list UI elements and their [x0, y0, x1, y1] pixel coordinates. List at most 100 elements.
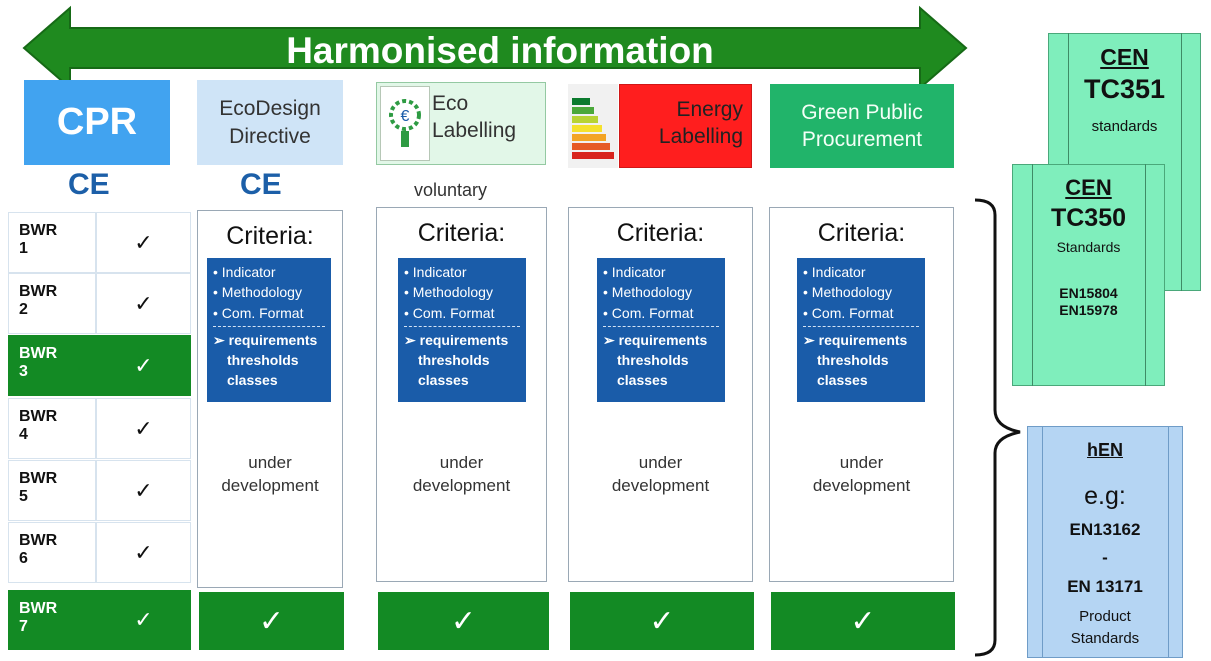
panel-rule [1068, 33, 1069, 291]
cen350-desc: Standards [1056, 239, 1121, 255]
criteria-requirement: ➢ requirements [213, 331, 318, 348]
status-line: development [812, 475, 911, 495]
energy-line-2: Labelling [658, 125, 743, 149]
criteria-requirement: classes [617, 372, 668, 389]
ecodesign-line-2: Directive [229, 124, 311, 148]
criteria-title: Criteria: [226, 222, 314, 250]
hen-dash: - [1102, 548, 1108, 567]
criteria-item: • Indicator [213, 264, 276, 280]
cen351-title: CEN [1100, 44, 1149, 70]
hen-title: hEN [1087, 440, 1123, 460]
hen-panel [1027, 426, 1183, 658]
panel-rule [1145, 164, 1146, 386]
status-line: under [638, 453, 683, 472]
voluntary-label: voluntary [414, 180, 488, 200]
harmonised-arrow [22, 5, 968, 90]
criteria-item: • Com. Format [803, 304, 894, 321]
criteria-title: Criteria: [817, 219, 906, 247]
cen350-title: CEN [1065, 175, 1112, 200]
bwr-label-number: 3 [19, 363, 28, 381]
hen-eg: e.g: [1084, 482, 1126, 510]
gpp-header: Green Public Procurement [770, 84, 954, 168]
status-under-development: under development [376, 452, 547, 498]
grouping-bracket [974, 198, 1021, 657]
check-icon: ✓ [771, 592, 955, 650]
panel-rule [1042, 426, 1043, 658]
criteria-item: • Methodology [404, 284, 493, 301]
gpp-line-1: Green Public [801, 100, 923, 124]
criteria-requirement: ➢ requirements [603, 331, 708, 348]
ce-mark-ecodesign: CE [240, 168, 282, 201]
check-icon: ✓ [570, 592, 754, 650]
ecolabelling-line-1: Eco [432, 92, 469, 115]
panel-rule [1032, 164, 1033, 386]
status-line: under [248, 453, 292, 472]
bwr-label-line: BWR [19, 470, 58, 487]
status-under-development: under development [197, 452, 343, 498]
panel-rule [1181, 33, 1182, 291]
criteria-requirement: thresholds [817, 352, 889, 369]
status-line: under [439, 453, 484, 472]
check-icon: ✓ [378, 592, 549, 650]
status-line: development [412, 475, 511, 495]
criteria-item: • Com. Format [213, 304, 304, 321]
criteria-separator [803, 325, 919, 327]
bwr-check-icon: ✓ [96, 398, 191, 459]
ecodesign-header: EcoDesign Directive [197, 80, 343, 165]
status-line: development [611, 475, 710, 495]
criteria-item: • Methodology [803, 284, 892, 301]
status-under-development: under development [568, 452, 753, 498]
bwr-check-icon: ✓ [96, 335, 191, 396]
criteria-details-box: • Indicator• Methodology• Com. Format➢ r… [597, 258, 725, 402]
cpr-header: CPR [24, 80, 170, 165]
bwr-label-number: 1 [19, 240, 28, 258]
status-line: development [221, 475, 319, 495]
bwr-label-line: BWR [19, 532, 58, 549]
bwr-check-icon: ✓ [96, 273, 191, 334]
energy-labelling-label: Energy Labelling [625, 96, 743, 151]
status-line: under [839, 453, 884, 472]
ce-mark-cpr: CE [68, 168, 110, 201]
criteria-title: Criteria: [616, 219, 705, 247]
ecodesign-line-1: EcoDesign [219, 97, 321, 121]
cen-tc350-panel [1012, 164, 1165, 386]
energy-labelling-header [619, 84, 752, 168]
bwr-label-line: BWR [19, 600, 58, 617]
ecolabel-flower-logo: € [380, 86, 430, 161]
criteria-requirement: ➢ requirements [404, 331, 509, 348]
panel-rule [1168, 426, 1169, 658]
ecolabelling-line-2: Labelling [432, 119, 517, 143]
ecolabelling-label: Eco Labelling [432, 90, 544, 145]
criteria-requirement: thresholds [418, 352, 490, 369]
cen350-code-2: EN15978 [1059, 302, 1118, 318]
energy-line-1: Energy [676, 98, 743, 121]
bwr-label-line: BWR [19, 345, 58, 362]
energy-label-graphic [568, 84, 618, 168]
bwr-check-icon: ✓ [96, 590, 191, 650]
bwr-label-number: 2 [19, 301, 28, 319]
bwr-check-icon: ✓ [96, 212, 191, 273]
criteria-separator [404, 325, 520, 327]
criteria-separator [603, 325, 719, 327]
criteria-details-box: • Indicator• Methodology• Com. Format➢ r… [797, 258, 925, 402]
banner-title: Harmonised information [286, 30, 714, 71]
criteria-item: • Methodology [213, 284, 302, 301]
criteria-requirement: classes [817, 372, 868, 389]
bwr-label-number: 5 [19, 488, 28, 506]
criteria-details-box: • Indicator • Methodology • Com. Format ➢ r… [207, 258, 331, 402]
criteria-requirement: thresholds [227, 352, 299, 369]
bwr-check-icon: ✓ [96, 460, 191, 521]
bwr-check-icon: ✓ [96, 522, 191, 583]
svg-text:€: € [401, 108, 410, 125]
bwr-label-number: 6 [19, 550, 28, 568]
criteria-details-box: • Indicator• Methodology• Com. Format➢ r… [398, 258, 526, 402]
criteria-item: • Com. Format [404, 304, 495, 321]
criteria-requirement: thresholds [617, 352, 689, 369]
